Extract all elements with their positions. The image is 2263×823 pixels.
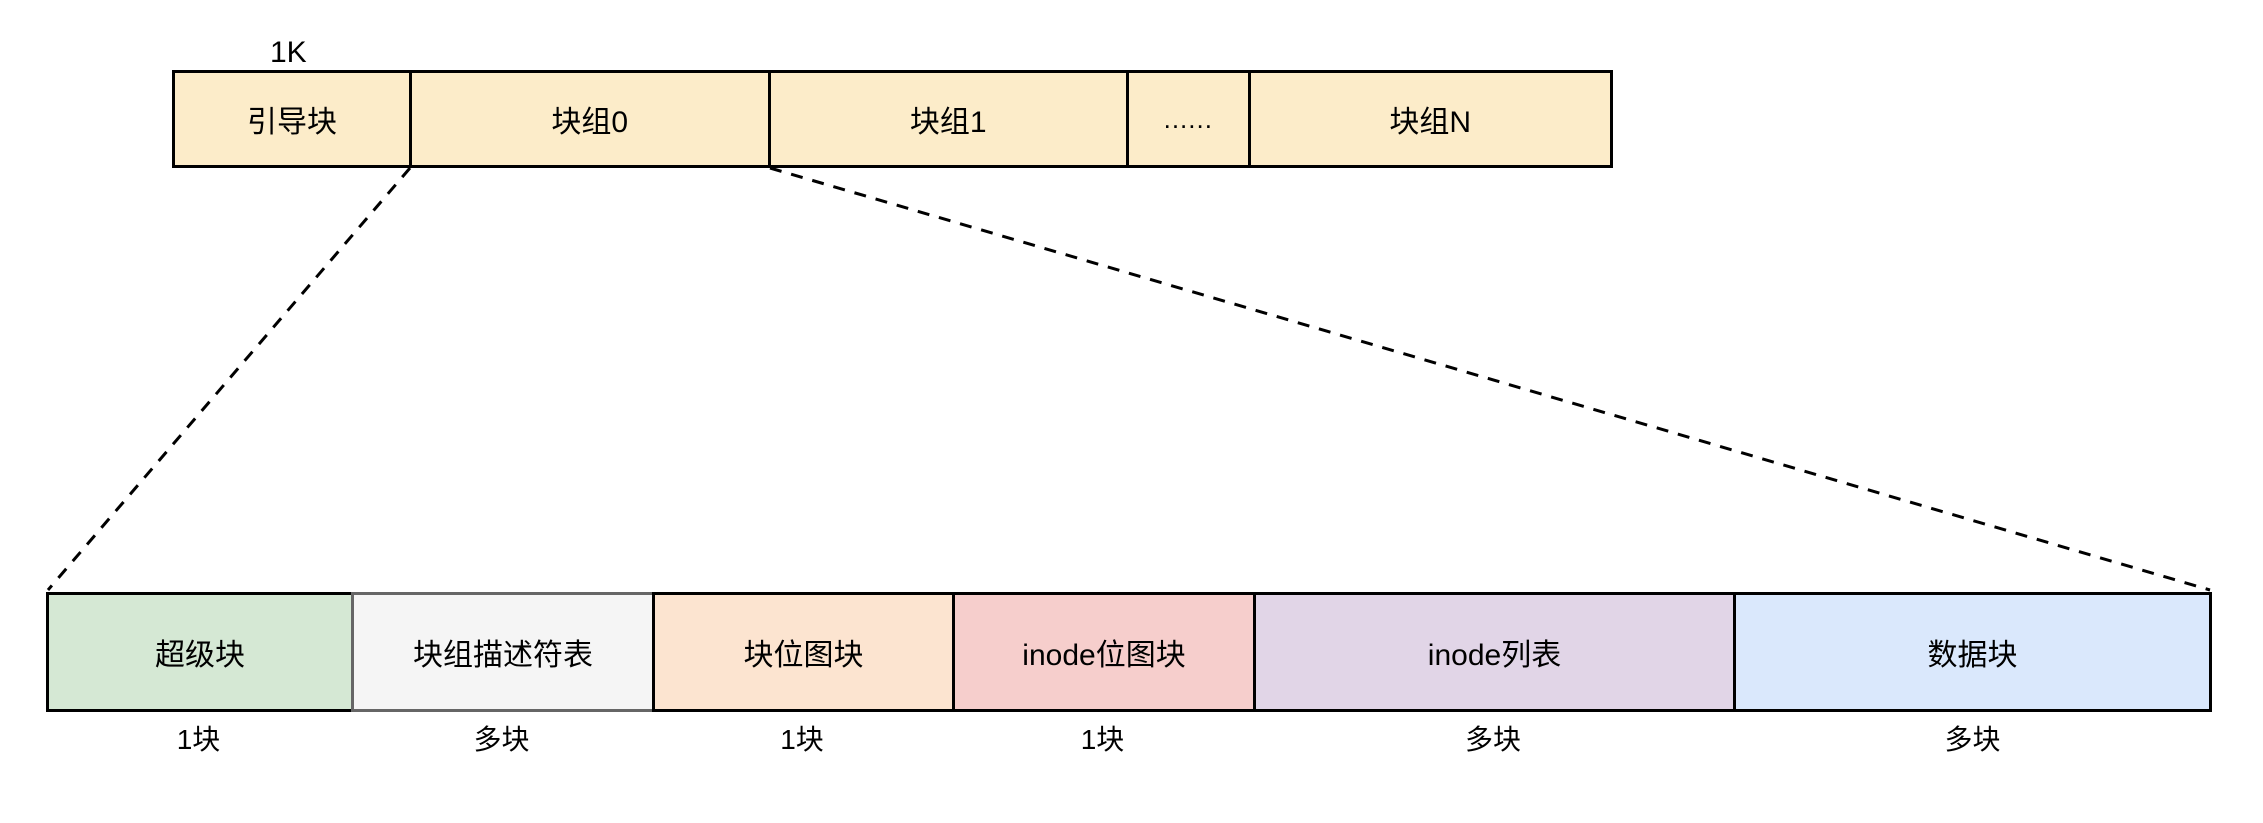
disk-cell-boot-block[interactable]: 引导块	[175, 73, 413, 165]
bg-size-superblock: 1块	[176, 724, 221, 755]
bg-cell-group-descriptor-table[interactable]: 块组描述符表	[351, 592, 652, 712]
dashed-line-right	[769, 166, 2211, 592]
block-group-size-captions: 1块 多块 1块 1块 多块 多块	[46, 718, 2212, 764]
bg-size-data-blocks: 多块	[1944, 724, 2001, 755]
bg-cell-inode-bitmap[interactable]: inode位图块	[952, 592, 1253, 712]
bg-size-inode-table: 多块	[1464, 724, 1521, 755]
disk-cell-block-group-n[interactable]: 块组N	[1250, 73, 1610, 165]
block-group-detail-bar: 超级块 块组描述符表 块位图块 inode位图块 inode列表 数据块	[46, 592, 2212, 712]
dashed-line-left	[46, 167, 412, 591]
bg-size-block-bitmap: 1块	[780, 724, 824, 755]
bg-size-group-descriptor-table: 多块	[473, 724, 530, 755]
disk-layout-bar: 引导块 块组0 块组1 ...... 块组N	[172, 70, 1613, 168]
disk-cell-block-group-0[interactable]: 块组0	[412, 73, 771, 165]
bg-cell-block-bitmap[interactable]: 块位图块	[652, 592, 952, 712]
bg-size-inode-bitmap: 1块	[1080, 724, 1125, 755]
disk-cell-block-group-1[interactable]: 块组1	[770, 73, 1130, 165]
bg-cell-data-blocks[interactable]: 数据块	[1733, 592, 2212, 712]
boot-block-size-caption: 1K	[270, 36, 307, 69]
disk-cell-ellipsis: ......	[1129, 73, 1251, 165]
bg-cell-inode-table[interactable]: inode列表	[1253, 592, 1733, 712]
bg-cell-superblock[interactable]: 超级块	[46, 592, 351, 712]
